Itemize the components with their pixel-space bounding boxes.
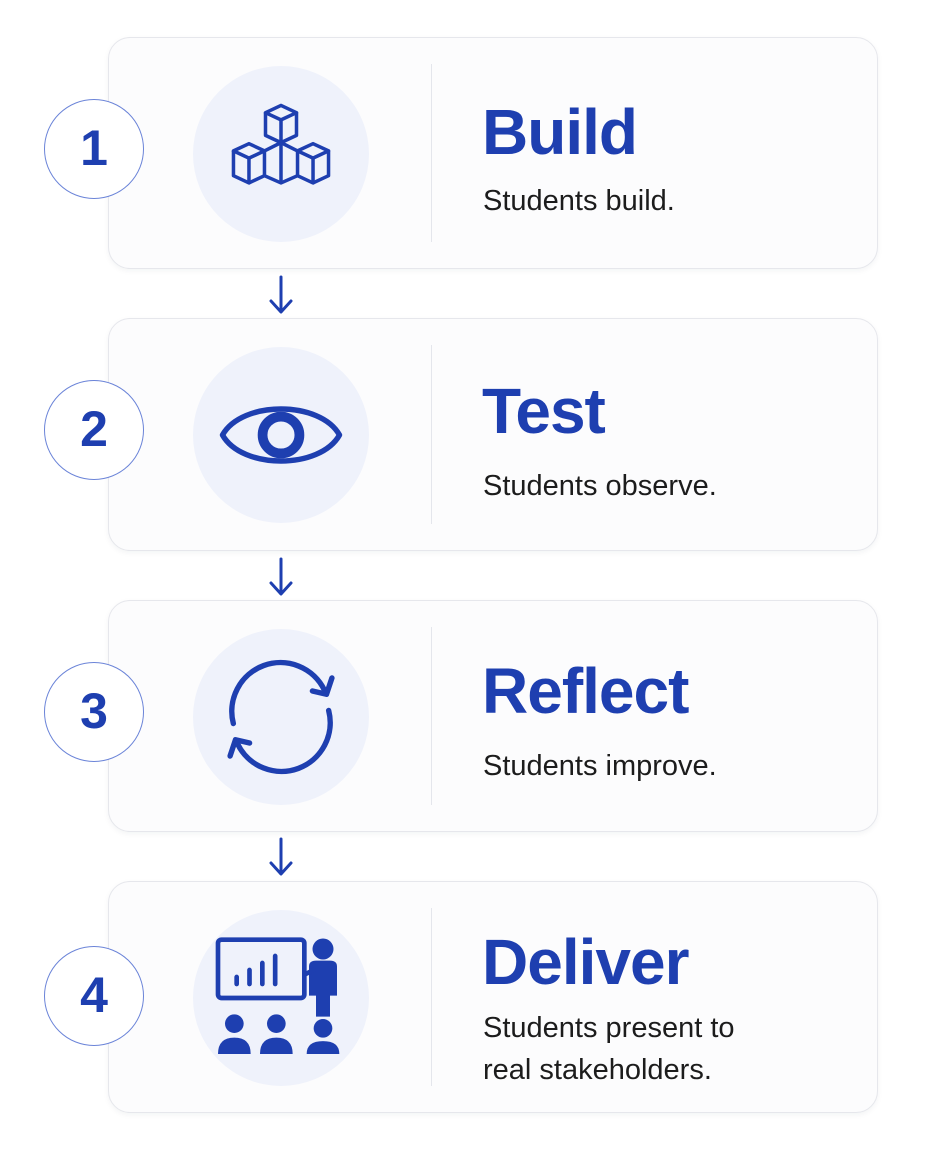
step-number-badge: 4 (44, 946, 144, 1046)
step-card-test: Test Students observe. (108, 318, 878, 551)
step-title: Test (482, 375, 606, 447)
step-title: Deliver (482, 926, 689, 998)
step-card-deliver: Deliver Students present to real stakeho… (108, 881, 878, 1113)
icon-circle (193, 629, 369, 805)
card-divider (431, 345, 432, 524)
step-number-badge: 1 (44, 99, 144, 199)
card-divider (431, 908, 432, 1086)
eye-icon (219, 406, 343, 464)
description-line: Students observe. (483, 470, 717, 502)
step-number-badge: 2 (44, 380, 144, 480)
card-divider (431, 64, 432, 242)
refresh-cycle-icon (227, 659, 335, 775)
down-arrow-icon (269, 275, 293, 314)
step-card-build: Build Students build. (108, 37, 878, 269)
icon-circle (193, 347, 369, 523)
presentation-icon (215, 937, 340, 1054)
icon-circle (193, 910, 369, 1086)
step-title: Build (482, 96, 638, 168)
step-number-badge: 3 (44, 662, 144, 762)
card-divider (431, 627, 432, 805)
step-description: Students improve. (483, 745, 717, 787)
step-card-reflect: Reflect Students improve. (108, 600, 878, 832)
description-line: real stakeholders. (483, 1054, 712, 1086)
step-description: Students build. (483, 180, 675, 222)
description-line: Students improve. (483, 750, 717, 782)
step-title: Reflect (482, 655, 689, 727)
down-arrow-icon (269, 837, 293, 876)
step-description: Students present to real stakeholders. (483, 1007, 735, 1091)
step-description: Students observe. (483, 465, 717, 507)
description-line: Students build. (483, 185, 675, 217)
description-line: Students present to (483, 1012, 735, 1044)
down-arrow-icon (269, 557, 293, 596)
cubes-icon (231, 103, 331, 185)
icon-circle (193, 66, 369, 242)
